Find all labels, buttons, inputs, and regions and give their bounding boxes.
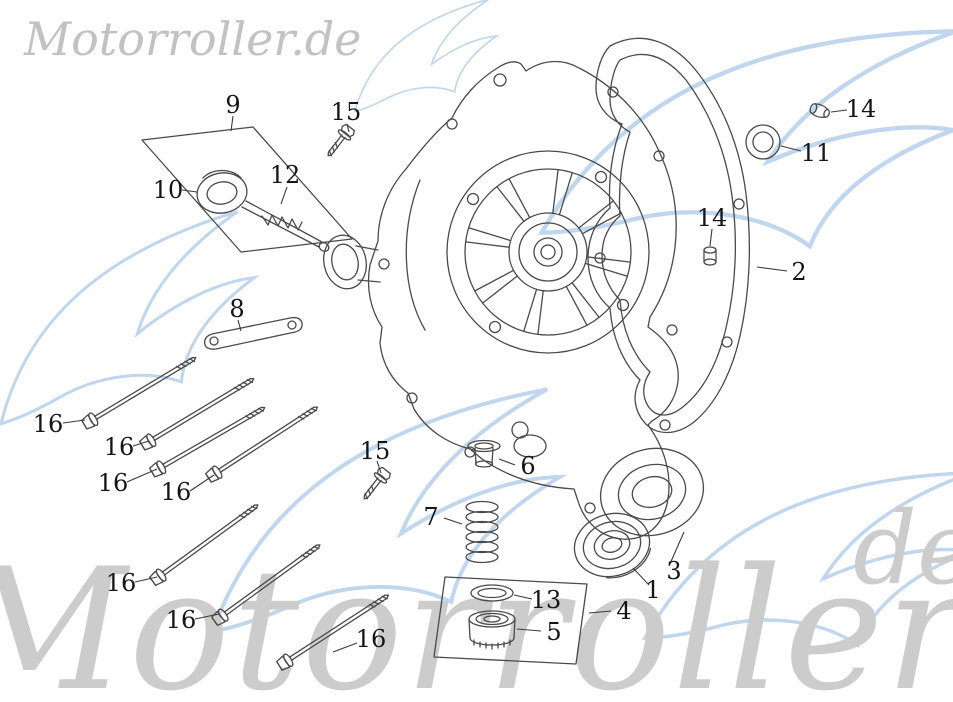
bracket-8 <box>204 316 303 350</box>
flange-bolts <box>80 351 393 673</box>
fan-spokes <box>464 168 632 336</box>
seal-ring-11 <box>745 124 781 160</box>
pin-top-right <box>809 103 830 118</box>
screw-top <box>321 122 357 162</box>
plug-kit <box>433 576 588 665</box>
dipstick-kit <box>141 126 353 253</box>
collar-6 <box>467 439 501 468</box>
bearing-boss <box>599 447 705 537</box>
ball-bearing <box>573 512 652 579</box>
spring-7 <box>465 500 499 564</box>
callout-leader-lines <box>62 109 848 653</box>
gasket-outline <box>587 37 750 434</box>
dowel-14 <box>703 246 717 266</box>
screw-mid <box>357 465 393 505</box>
crankcase-cover <box>355 60 705 540</box>
oil-seal-ring <box>323 234 367 290</box>
